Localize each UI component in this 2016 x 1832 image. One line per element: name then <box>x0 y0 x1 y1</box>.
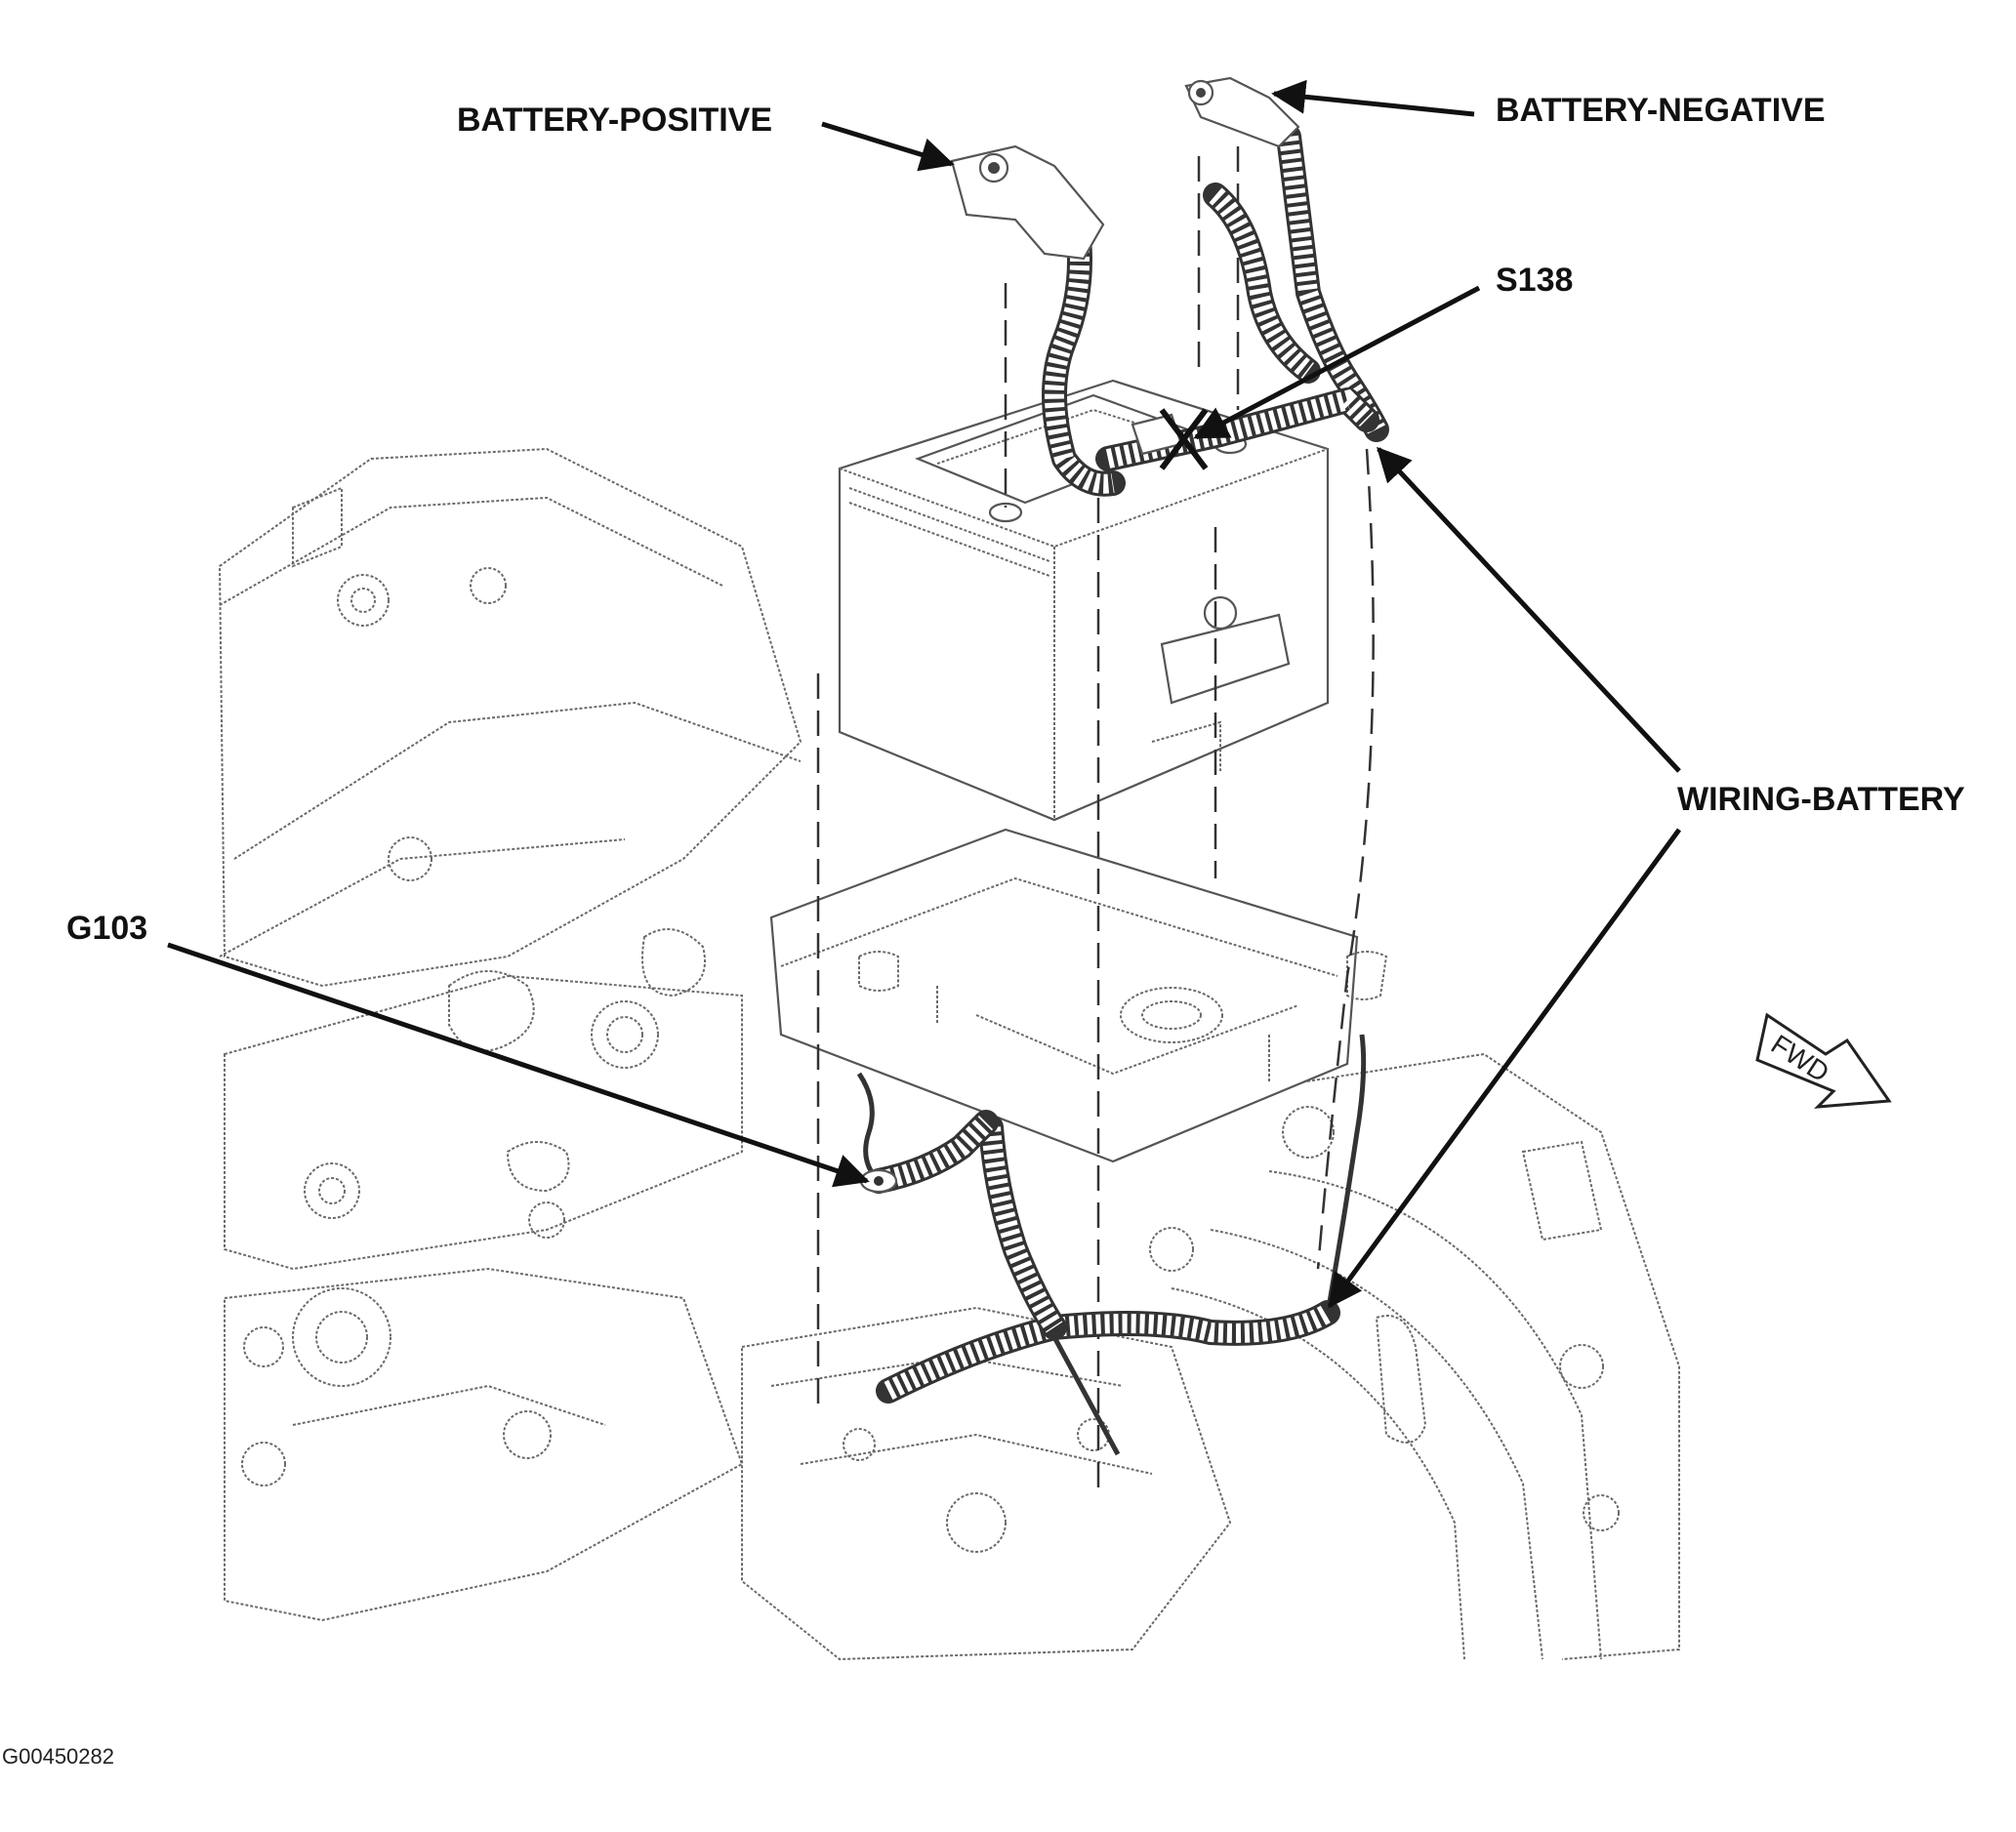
forward-direction-arrow: FWD <box>1755 1012 1892 1109</box>
wiring-battery-arrow-lower <box>1327 828 1682 1309</box>
battery-negative-label: BATTERY-NEGATIVE <box>1496 92 1826 129</box>
vehicle-structure <box>218 447 1680 1661</box>
battery-positive-arrow <box>821 121 955 172</box>
s138-arrow <box>1193 285 1481 440</box>
figure-code: G00450282 <box>2 1744 114 1769</box>
battery-positive-label: BATTERY-POSITIVE <box>457 102 772 139</box>
battery-positive-terminal <box>950 144 1105 261</box>
g103-label: G103 <box>66 910 147 947</box>
terminals <box>859 76 1300 1194</box>
battery-negative-terminal <box>1184 76 1300 148</box>
battery-negative-arrow <box>1271 79 1475 117</box>
g103-ground-terminal <box>859 1168 898 1194</box>
g103-arrow <box>167 942 870 1188</box>
wiring-battery-arrow-upper <box>1377 446 1681 773</box>
s138-label: S138 <box>1496 262 1573 299</box>
battery <box>838 379 1330 822</box>
leader-arrows <box>167 79 1682 1309</box>
wiring-battery-label: WIRING-BATTERY <box>1677 781 1965 818</box>
battery-harness <box>856 124 1389 1456</box>
callout-labels: BATTERY-POSITIVE BATTERY-NEGATIVE S138 W… <box>66 92 1965 947</box>
